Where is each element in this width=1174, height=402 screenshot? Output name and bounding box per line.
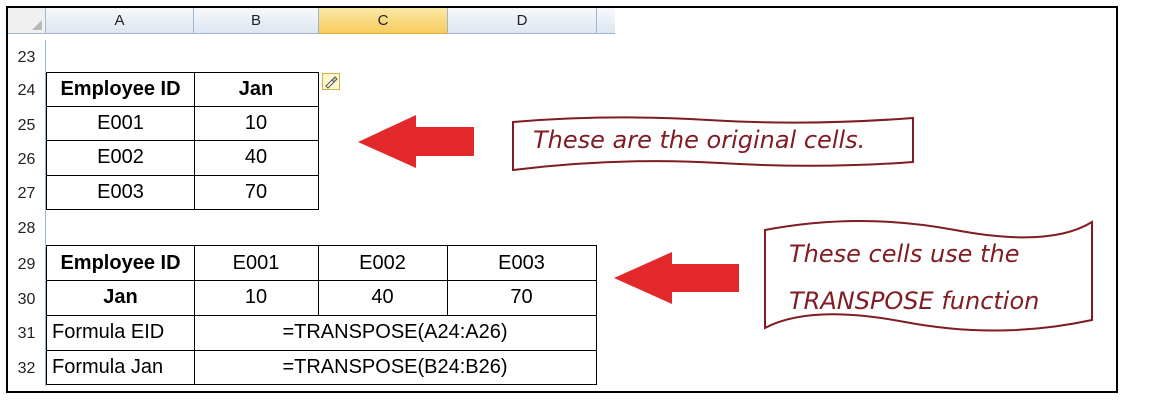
- left-arrow-icon: [358, 115, 474, 168]
- column-header-b[interactable]: B: [194, 8, 319, 34]
- row-header-29[interactable]: 29: [8, 247, 46, 282]
- table1-header-jan[interactable]: Jan: [194, 72, 319, 107]
- table2-formula-eid-value[interactable]: =TRANSPOSE(A24:A26): [194, 315, 597, 351]
- table2-formula-jan-value[interactable]: =TRANSPOSE(B24:B26): [194, 350, 597, 385]
- row-header-28[interactable]: 28: [8, 211, 46, 246]
- original-callout-text: These are the original cells.: [533, 126, 866, 154]
- table2-cell-c29[interactable]: E002: [318, 245, 448, 281]
- row-header-32[interactable]: 32: [8, 351, 46, 386]
- table1-cell-a27[interactable]: E003: [46, 175, 195, 210]
- row-header-27[interactable]: 27: [8, 176, 46, 211]
- left-arrow-icon: [614, 252, 739, 304]
- column-header-filler: [597, 8, 615, 34]
- table2-formula-eid-label[interactable]: Formula EID: [46, 315, 195, 351]
- column-header-d[interactable]: D: [448, 8, 597, 34]
- paintbrush-icon: [325, 76, 338, 89]
- table2-header-jan[interactable]: Jan: [46, 280, 195, 316]
- table2-cell-b29[interactable]: E001: [194, 245, 319, 281]
- table1-cell-b26[interactable]: 40: [194, 140, 319, 176]
- screenshot-frame: [6, 6, 1118, 393]
- table2-cell-d30[interactable]: 70: [447, 280, 597, 316]
- table1-header-employee-id[interactable]: Employee ID: [46, 72, 195, 107]
- table1-cell-b27[interactable]: 70: [194, 175, 319, 210]
- column-header-a[interactable]: A: [46, 8, 194, 34]
- table2-header-employee-id[interactable]: Employee ID: [46, 245, 195, 281]
- table1-cell-a26[interactable]: E002: [46, 140, 195, 176]
- paste-options-button[interactable]: [322, 73, 340, 90]
- transpose-callout-banner: [764, 220, 1093, 332]
- transpose-callout-line1: These cells use the: [789, 240, 1020, 268]
- row-header-24[interactable]: 24: [8, 73, 46, 108]
- table1-cell-a25[interactable]: E001: [46, 106, 195, 141]
- transpose-callout-line2: TRANSPOSE function: [789, 287, 1040, 315]
- select-all-corner[interactable]: [8, 8, 46, 34]
- column-header-c[interactable]: C: [319, 8, 448, 34]
- original-callout-banner: [512, 116, 914, 172]
- row-header-26[interactable]: 26: [8, 142, 46, 177]
- table2-cell-b30[interactable]: 10: [194, 280, 319, 316]
- table2-formula-jan-label[interactable]: Formula Jan: [46, 350, 195, 385]
- table2-cell-d29[interactable]: E003: [447, 245, 597, 281]
- table2-cell-c30[interactable]: 40: [318, 280, 448, 316]
- row-header-31[interactable]: 31: [8, 316, 46, 351]
- row-header-23[interactable]: 23: [8, 40, 46, 75]
- row-header-30[interactable]: 30: [8, 282, 46, 317]
- row-header-25[interactable]: 25: [8, 108, 46, 143]
- table1-cell-b25[interactable]: 10: [194, 106, 319, 141]
